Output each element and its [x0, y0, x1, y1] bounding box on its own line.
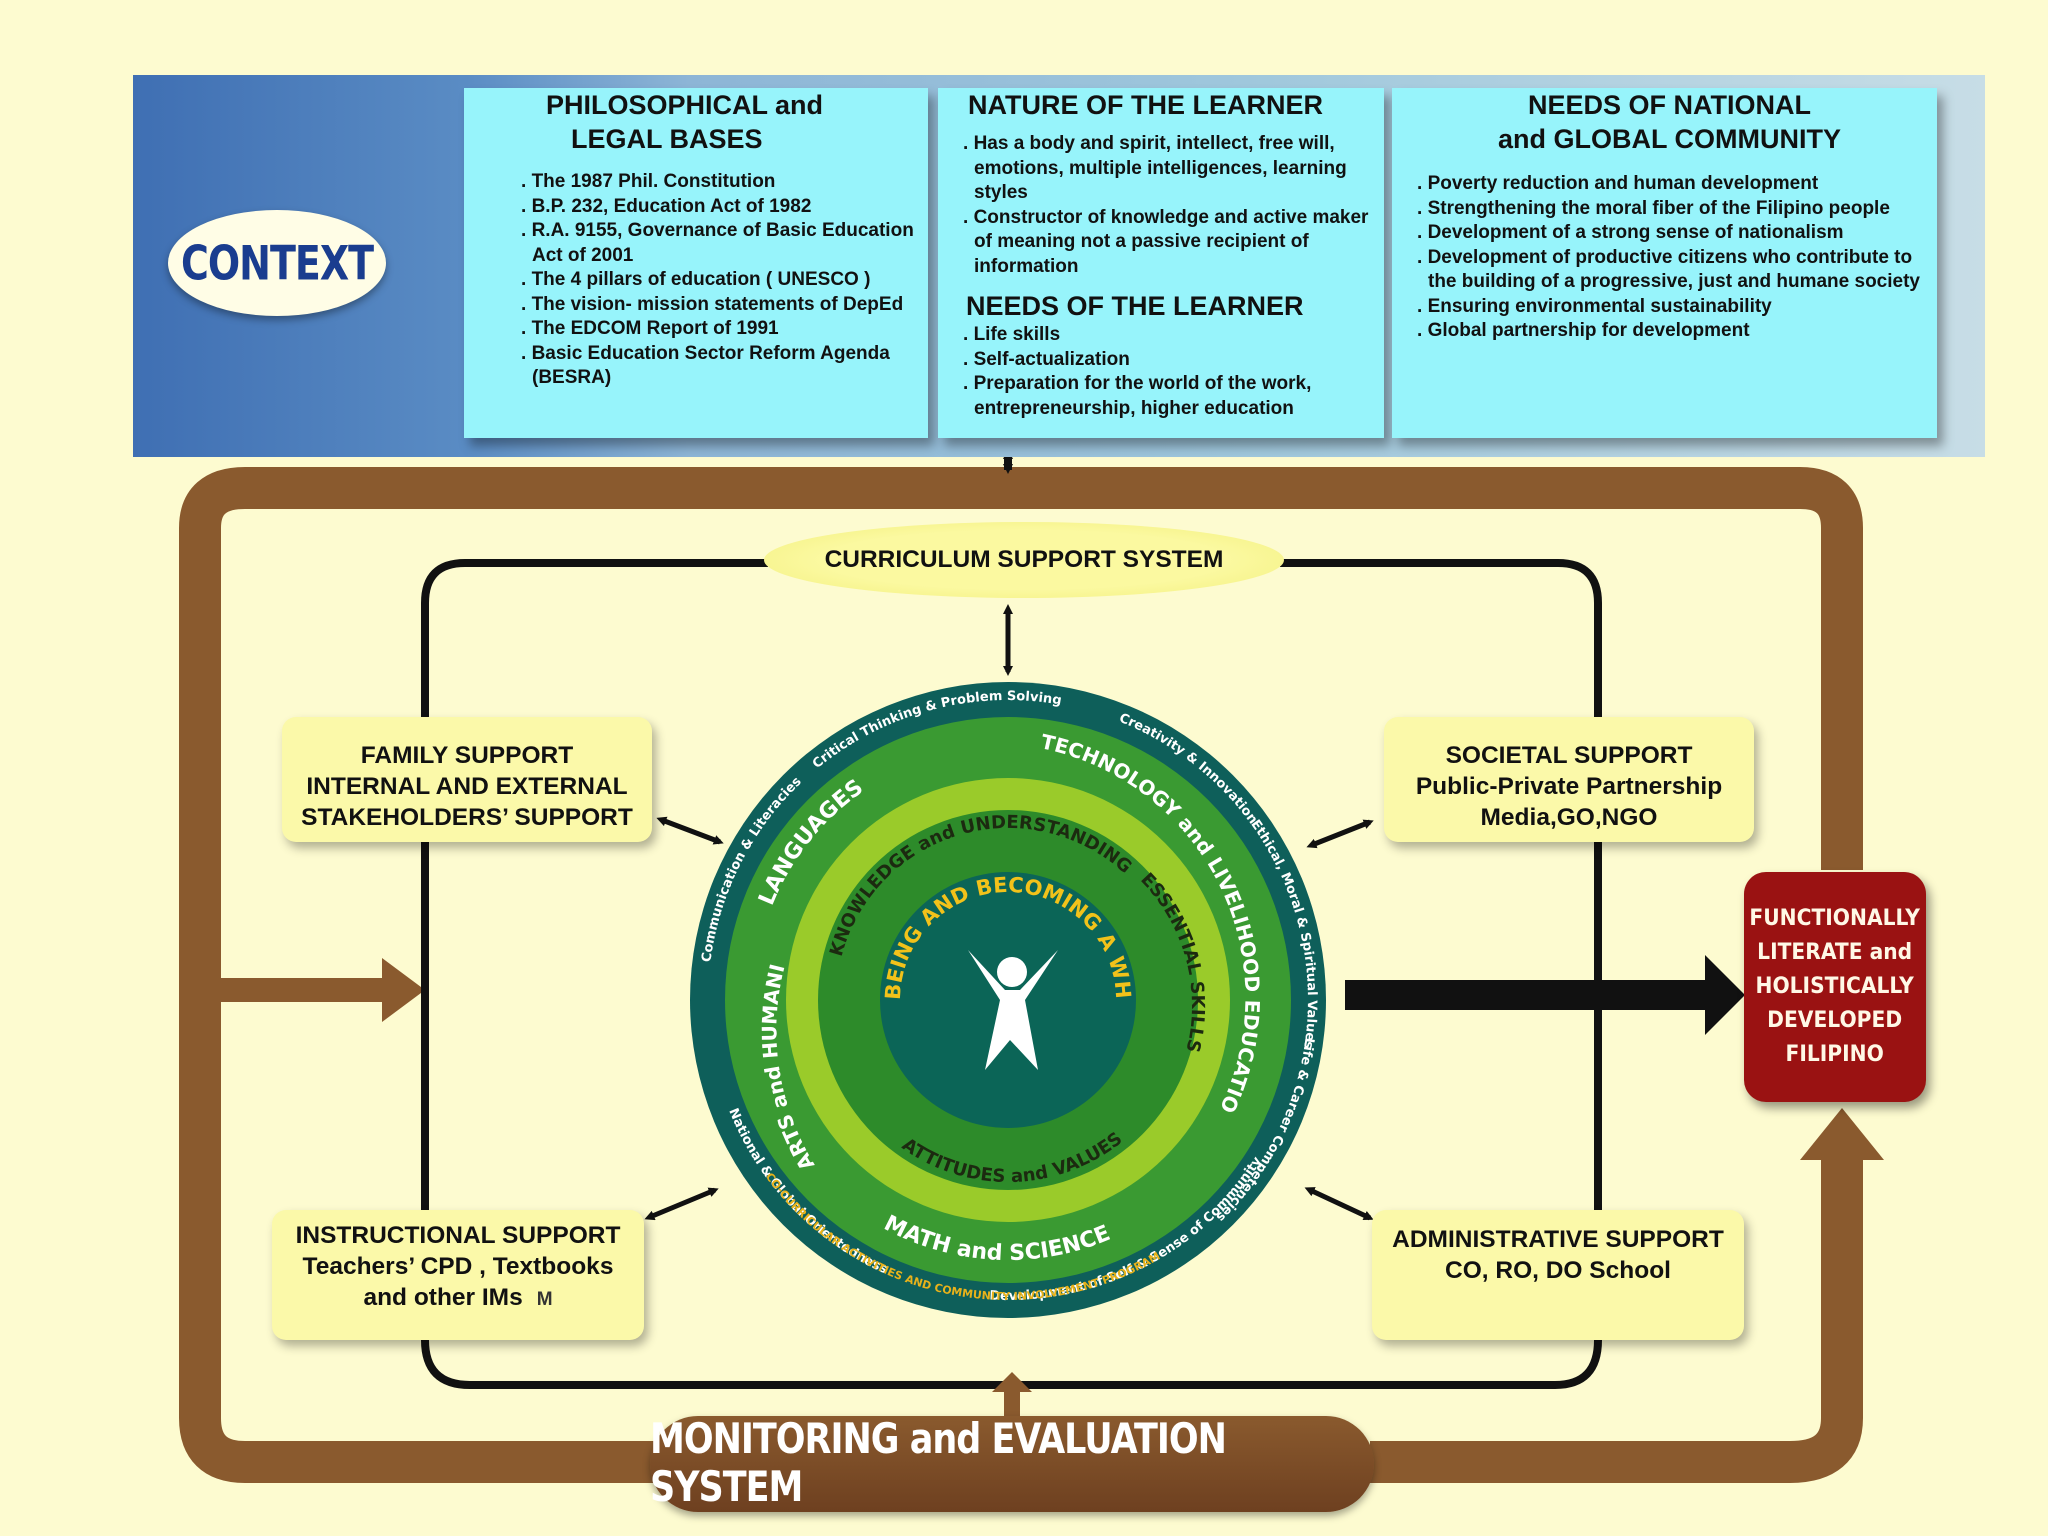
monitoring-evaluation-bar: MONITORING and EVALUATION SYSTEM — [650, 1416, 1374, 1512]
list-item: The 1987 Phil. Constitution — [516, 170, 928, 195]
list-item: Ensuring environmental sustainability — [1412, 295, 1927, 320]
needs-learner-title: NEEDS OF THE LEARNER — [966, 291, 1304, 321]
list-item: Life skills — [958, 323, 1376, 348]
list-item: The 4 pillars of education ( UNESCO ) — [516, 268, 928, 293]
societal-support-box: SOCIETAL SUPPORT Public-Private Partners… — [1384, 717, 1754, 842]
community-title-line2: and GLOBAL COMMUNITY — [1498, 124, 1841, 154]
community-list: Poverty reduction and human development … — [1412, 172, 1927, 344]
instructional-support-title: INSTRUCTIONAL SUPPORT — [295, 1222, 621, 1249]
family-support-line3: STAKEHOLDERS’ SUPPORT — [301, 804, 633, 831]
philosophical-title-line1: PHILOSOPHICAL and — [546, 90, 824, 120]
monitoring-up-arrow — [992, 1372, 1032, 1416]
outcome-label: FUNCTIONALLY LITERATE and HOLISTICALLY D… — [1749, 906, 1921, 1067]
instructional-support-line3-text: and other IMs — [363, 1284, 523, 1311]
community-box: NEEDS OF NATIONAL and GLOBAL COMMUNITY P… — [1392, 88, 1937, 438]
community-title-line1: NEEDS OF NATIONAL — [1528, 90, 1811, 120]
list-item: Preparation for the world of the work, e… — [958, 372, 1376, 421]
needs-learner-list: Life skills Self-actualization Preparati… — [958, 323, 1376, 421]
context-label: CONTEXT — [180, 235, 374, 291]
philosophical-list: The 1987 Phil. Constitution B.P. 232, Ed… — [516, 170, 928, 391]
curriculum-support-label: CURRICULUM SUPPORT SYSTEM — [824, 546, 1224, 573]
brown-feedback-loop — [179, 467, 1884, 1483]
list-item: Basic Education Sector Reform Agenda (BE… — [516, 342, 928, 391]
instructional-support-line2: Teachers’ CPD , Textbooks — [302, 1253, 614, 1280]
instructional-double-arrow — [644, 1187, 719, 1221]
family-support-line2: INTERNAL AND EXTERNAL — [306, 773, 628, 800]
curriculum-support-oval: CURRICULUM SUPPORT SYSTEM — [764, 522, 1284, 598]
administrative-support-line2: CO, RO, DO School — [1445, 1257, 1671, 1284]
family-support-box: FAMILY SUPPORT INTERNAL AND EXTERNAL STA… — [282, 717, 652, 842]
philosophical-box: PHILOSOPHICAL and LEGAL BASES The 1987 P… — [464, 88, 928, 438]
list-item: Strengthening the moral fiber of the Fil… — [1412, 197, 1927, 222]
family-support-title: FAMILY SUPPORT — [360, 742, 574, 769]
list-item: Development of productive citizens who c… — [1412, 246, 1927, 295]
list-item: R.A. 9155, Governance of Basic Education… — [516, 219, 928, 268]
list-item: Global partnership for development — [1412, 319, 1927, 344]
list-item: B.P. 232, Education Act of 1982 — [516, 195, 928, 220]
instructional-support-line3: and other IMs M — [272, 1282, 644, 1315]
support-system-loop — [421, 559, 1602, 1389]
instructional-support-mark: M — [536, 1289, 553, 1310]
societal-support-title: SOCIETAL SUPPORT — [1445, 742, 1693, 769]
philosophical-title-line2: LEGAL BASES — [571, 124, 763, 154]
administrative-double-arrow — [1304, 1187, 1374, 1221]
learner-box: NATURE OF THE LEARNER Has a body and spi… — [938, 88, 1384, 438]
list-item: Has a body and spirit, intellect, free w… — [958, 132, 1376, 206]
nature-learner-title: NATURE OF THE LEARNER — [968, 90, 1323, 120]
output-arrow — [1345, 955, 1745, 1035]
societal-support-line3: Media,GO,NGO — [1480, 804, 1658, 831]
list-item: The EDCOM Report of 1991 — [516, 317, 928, 342]
learner-figure-icon — [968, 950, 1058, 1070]
context-oval: CONTEXT — [168, 210, 386, 316]
administrative-support-box: ADMINISTRATIVE SUPPORT CO, RO, DO School — [1372, 1210, 1744, 1340]
list-item: Self-actualization — [958, 348, 1376, 373]
list-item: Constructor of knowledge and active make… — [958, 206, 1376, 280]
instructional-support-box: INSTRUCTIONAL SUPPORT Teachers’ CPD , Te… — [272, 1210, 644, 1340]
list-item: The vision- mission statements of DepEd — [516, 293, 928, 318]
outcome-box: FUNCTIONALLY LITERATE and HOLISTICALLY D… — [1744, 872, 1926, 1102]
list-item: Development of a strong sense of nationa… — [1412, 221, 1927, 246]
family-double-arrow — [656, 816, 724, 845]
nature-learner-list: Has a body and spirit, intellect, free w… — [958, 132, 1376, 279]
administrative-support-title: ADMINISTRATIVE SUPPORT — [1392, 1226, 1724, 1253]
monitoring-label: MONITORING and EVALUATION SYSTEM — [650, 1416, 1227, 1512]
list-item: Poverty reduction and human development — [1412, 172, 1927, 197]
societal-double-arrow — [1306, 819, 1374, 849]
societal-support-line2: Public-Private Partnership — [1415, 773, 1723, 800]
